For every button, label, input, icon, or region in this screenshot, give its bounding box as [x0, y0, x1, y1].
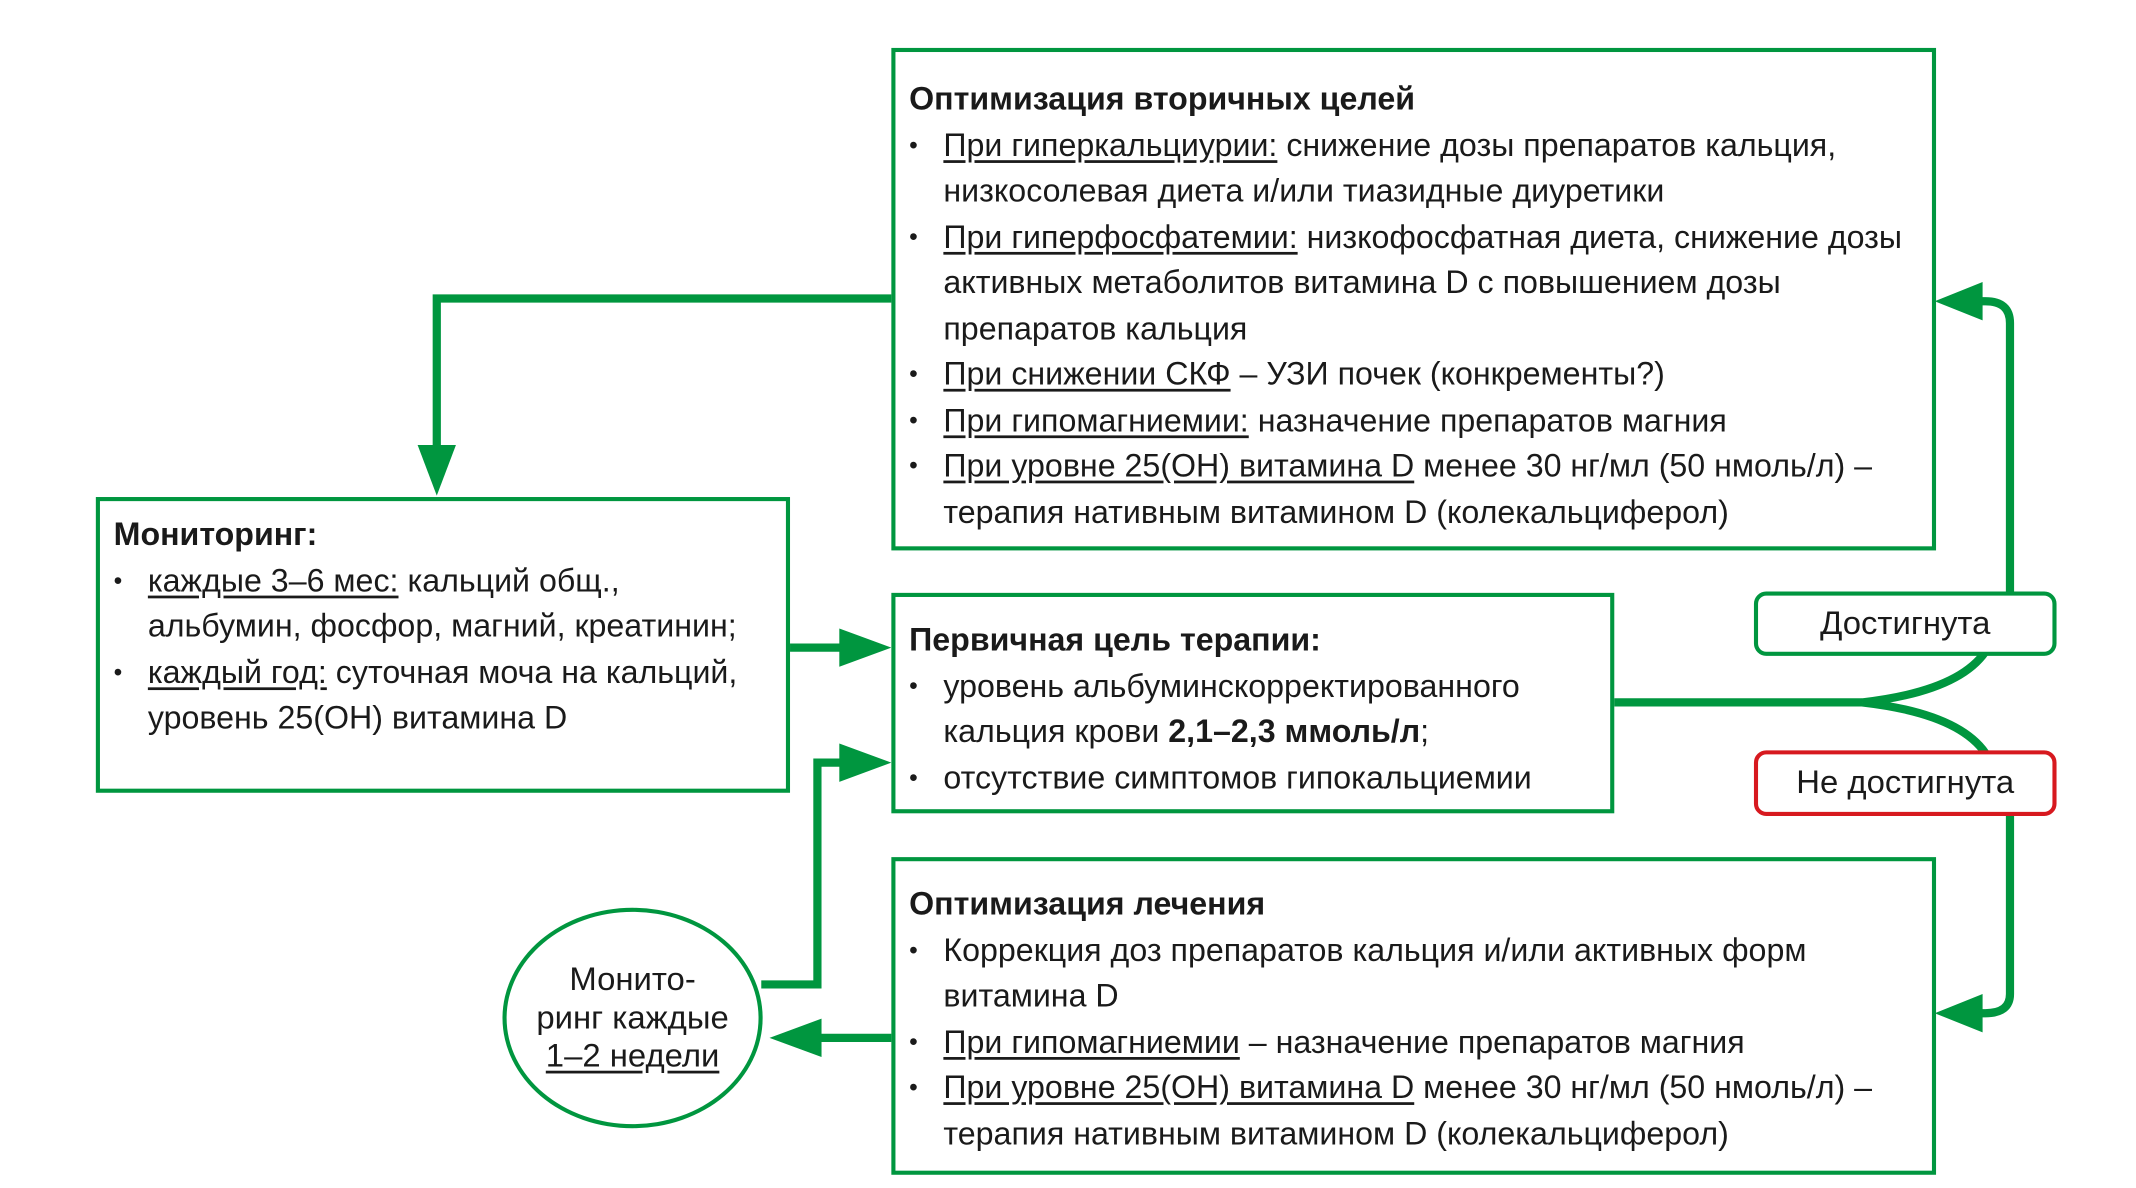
item-text: – назначение препаратов магния — [1239, 1023, 1745, 1060]
primary-goal-title: Первичная цель терапии: — [909, 621, 1321, 658]
item-condition: При гиперфосфатемии: — [943, 218, 1298, 254]
item-text: уровень альбуминскорректированно­го каль… — [943, 667, 1520, 749]
list-item: При гипомагниемии: назначение препаратов… — [909, 398, 1918, 444]
list-item: При гипомагниемии – назначение препарато… — [909, 1019, 1918, 1065]
list-item: каждый год: суточная моча на каль­ций, у… — [114, 650, 773, 742]
item-text: кальций общ., альбумин, фосфор, магний, … — [147, 562, 737, 644]
secondary-goals-list: При гиперкальциурии: снижение дозы препа… — [909, 123, 1918, 536]
treatment-list: Коррекция доз препаратов кальция и/или а… — [909, 928, 1918, 1157]
item-text: – УЗИ почек (конкременты?) — [1230, 355, 1665, 392]
list-item: уровень альбуминскорректированно­го каль… — [909, 663, 1596, 755]
item-condition: каждые 3–6 мес: — [147, 562, 399, 598]
arrow-not-achieved-to-treatment — [1971, 814, 2015, 1018]
ellipse-text: 1–2 недели — [545, 1037, 720, 1075]
item-text: ; — [1420, 713, 1430, 749]
not-achieved-label: Не достигнута — [1753, 750, 2057, 817]
item-text: суточная моча на каль­ций, уровень 25(OH… — [147, 653, 738, 736]
arrowhead-down — [417, 444, 456, 496]
calcium-target: 2,1–2,3 ммоль/л — [1168, 713, 1421, 749]
item-text: менее 30 нг/мл (50 нмоль/л) – терапия на… — [943, 447, 1873, 530]
treatment-title: Оптимизация лечения — [909, 885, 1266, 922]
monitoring-list: каждые 3–6 мес: кальций общ., альбумин, … — [114, 558, 773, 741]
achieved-label: Достигнута — [1753, 591, 2057, 656]
item-condition: При гиперкальциурии: — [943, 126, 1278, 163]
arrowhead-left — [1934, 282, 1983, 321]
arrowhead-left — [769, 1018, 822, 1058]
item-condition: При уровне 25(OH) витамина D — [943, 1069, 1415, 1105]
item-text: назначение препаратов магния — [1248, 401, 1727, 438]
list-item: отсутствие симптомов гипокальциемии — [909, 755, 1596, 801]
list-item: Коррекция доз препаратов кальция и/или а… — [909, 928, 1918, 1020]
list-item: При гиперкальциурии: снижение дозы препа… — [909, 123, 1918, 215]
item-condition: каждый год: — [147, 653, 327, 690]
arrow-ellipse-to-primary — [761, 758, 856, 989]
monitoring-box: Мониторинг: каждые 3–6 мес: кальций общ.… — [95, 497, 791, 793]
list-item: При уровне 25(OH) витамина D менее 30 нг… — [909, 1065, 1918, 1157]
item-condition: При уровне 25(OH) витамина D — [943, 447, 1415, 484]
secondary-goals-box: Оптимизация вторичных целей При гиперкал… — [891, 47, 1937, 551]
arrowhead-right — [839, 743, 892, 782]
arrow-secondary-to-monitoring — [432, 294, 893, 459]
item-text: снижение дозы препаратов каль­ция, низко… — [943, 126, 1837, 209]
arrowhead-left — [1934, 994, 1983, 1033]
branch-down — [1861, 698, 1989, 756]
list-item: При снижении СКФ – УЗИ почек (конкремент… — [909, 352, 1918, 398]
item-text: низкофосфатная диета, снижение дозы акти… — [943, 218, 1903, 346]
ellipse-text: ринг каждые — [536, 998, 729, 1036]
list-item: При уровне 25(OH) витамина D менее 30 нг… — [909, 444, 1918, 536]
monitoring-title: Мониторинг: — [113, 516, 318, 552]
branch-up — [1861, 649, 1989, 707]
item-condition: При гипомагниемии — [943, 1023, 1240, 1060]
list-item: При гиперфосфатемии: низкофосфатная диет… — [909, 214, 1918, 352]
arrow-achieved-to-secondary — [1971, 297, 2015, 592]
monitoring-interval-ellipse: Монито- ринг каждые 1–2 недели — [502, 907, 763, 1129]
item-condition: При гипомагниемии: — [943, 401, 1249, 438]
item-condition: При снижении СКФ — [943, 355, 1231, 392]
item-text: менее 30 нг/мл (50 нмоль/л) – терапия на… — [943, 1069, 1873, 1151]
secondary-goals-title: Оптимизация вторичных целей — [909, 80, 1416, 117]
primary-goal-box: Первичная цель терапии: уровень альбумин… — [891, 592, 1615, 814]
ellipse-text: Монито- — [569, 960, 696, 998]
list-item: каждые 3–6 мес: кальций общ., альбумин, … — [114, 558, 773, 650]
treatment-optimization-box: Оптимизация лечения Коррекция доз препар… — [891, 857, 1937, 1175]
arrowhead-right — [839, 628, 892, 667]
